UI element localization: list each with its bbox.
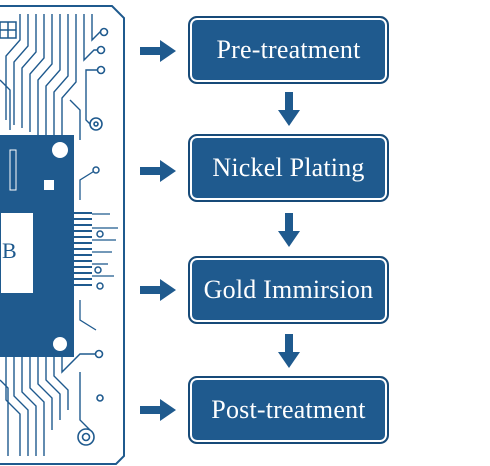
right-arrow-icon — [140, 399, 176, 421]
pcb-pads-top — [89, 27, 109, 131]
step-pre-treatment: Pre-treatment — [188, 16, 389, 84]
step-gold-immersion: Gold Immirsion — [188, 256, 389, 324]
pcb-pads-bottom — [77, 349, 104, 446]
pcb-illustration: B — [0, 5, 125, 465]
pcb-board-outline — [0, 5, 125, 465]
pcb-connector — [0, 21, 17, 39]
right-arrow-icon — [140, 279, 176, 301]
right-arrow-icon — [140, 160, 176, 182]
pcb-pads-right — [92, 166, 104, 290]
step-nickel-plating: Nickel Plating — [188, 134, 389, 202]
pcb-traces-right — [79, 169, 118, 331]
down-arrow-icon — [278, 334, 300, 368]
pcb-chip — [0, 135, 92, 357]
down-arrow-icon — [278, 213, 300, 247]
step-label: Pre-treatment — [216, 35, 361, 64]
pcb-chip-label: B — [2, 238, 17, 263]
down-arrow-icon — [278, 92, 300, 126]
step-label: Gold Immirsion — [203, 275, 374, 304]
step-label: Nickel Plating — [212, 153, 365, 182]
pcb-traces-bottom — [0, 353, 96, 456]
step-label: Post-treatment — [211, 395, 366, 424]
step-post-treatment: Post-treatment — [188, 376, 389, 444]
right-arrow-icon — [140, 40, 176, 62]
